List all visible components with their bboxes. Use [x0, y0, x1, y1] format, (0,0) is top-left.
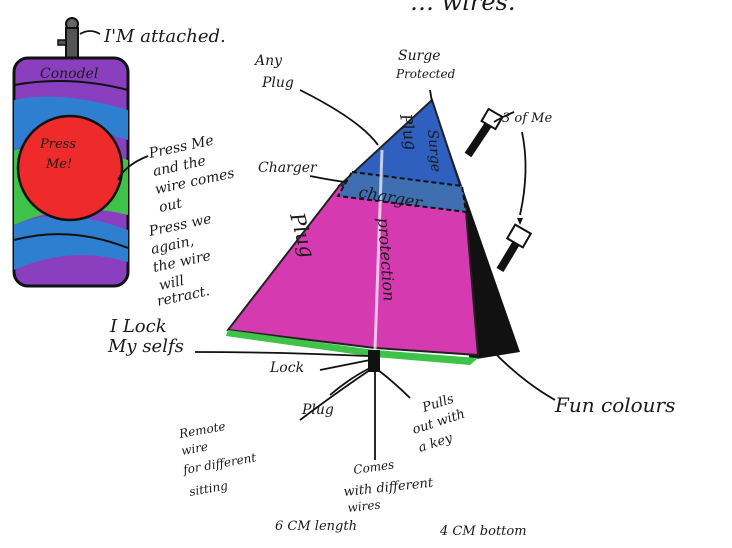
label-attached: I'M attached. — [103, 26, 226, 47]
label-lock-line2: My selfs — [107, 336, 184, 357]
arrow-head — [517, 218, 523, 225]
label-plug: Plug — [261, 75, 294, 91]
svg-text:sitting: sitting — [188, 478, 229, 499]
label-surge: Surge — [398, 48, 441, 64]
label-charger: Charger — [258, 160, 318, 176]
label-comes-with: Comes with different wires — [343, 457, 435, 515]
button-text-line2: Me! — [45, 157, 72, 172]
key-icon — [58, 18, 78, 58]
svg-text:Remote: Remote — [177, 419, 226, 441]
device-brand: Conodel — [40, 66, 98, 82]
svg-text:with different: with different — [343, 476, 435, 500]
label-lock-line1: I Lock — [109, 316, 167, 337]
label-length: 6 CM length — [275, 519, 357, 534]
label-plug-bottom: Plug — [301, 402, 334, 418]
svg-text:wires: wires — [347, 498, 381, 515]
cable-upper — [468, 109, 502, 155]
title-fragment: … wires. — [410, 0, 515, 16]
retractable-device: Conodel Press Me! — [14, 18, 128, 286]
plug-region — [228, 185, 478, 355]
label-pulls-out: Pulls out with a key — [411, 392, 467, 456]
svg-text:Comes: Comes — [352, 457, 395, 477]
svg-text:wire: wire — [180, 439, 209, 457]
label-protected: Protected — [395, 67, 456, 81]
label-fun-colours: Fun colours — [554, 393, 675, 417]
triangle-plug-device: Plug Plug charger protection Surge — [226, 100, 531, 372]
label-three-of-me: 3 of Me — [502, 111, 552, 126]
cable-lower — [500, 225, 531, 270]
label-any: Any — [253, 53, 283, 69]
label-press-me: Press Me and the wire comes out Press we… — [147, 133, 236, 310]
label-remote: Remote wire for different sitting — [177, 419, 257, 499]
label-lock: Lock — [269, 360, 304, 376]
label-bottom: 4 CM bottom — [439, 524, 527, 539]
svg-text:out: out — [158, 195, 184, 216]
button-text-line1: Press — [39, 137, 76, 152]
